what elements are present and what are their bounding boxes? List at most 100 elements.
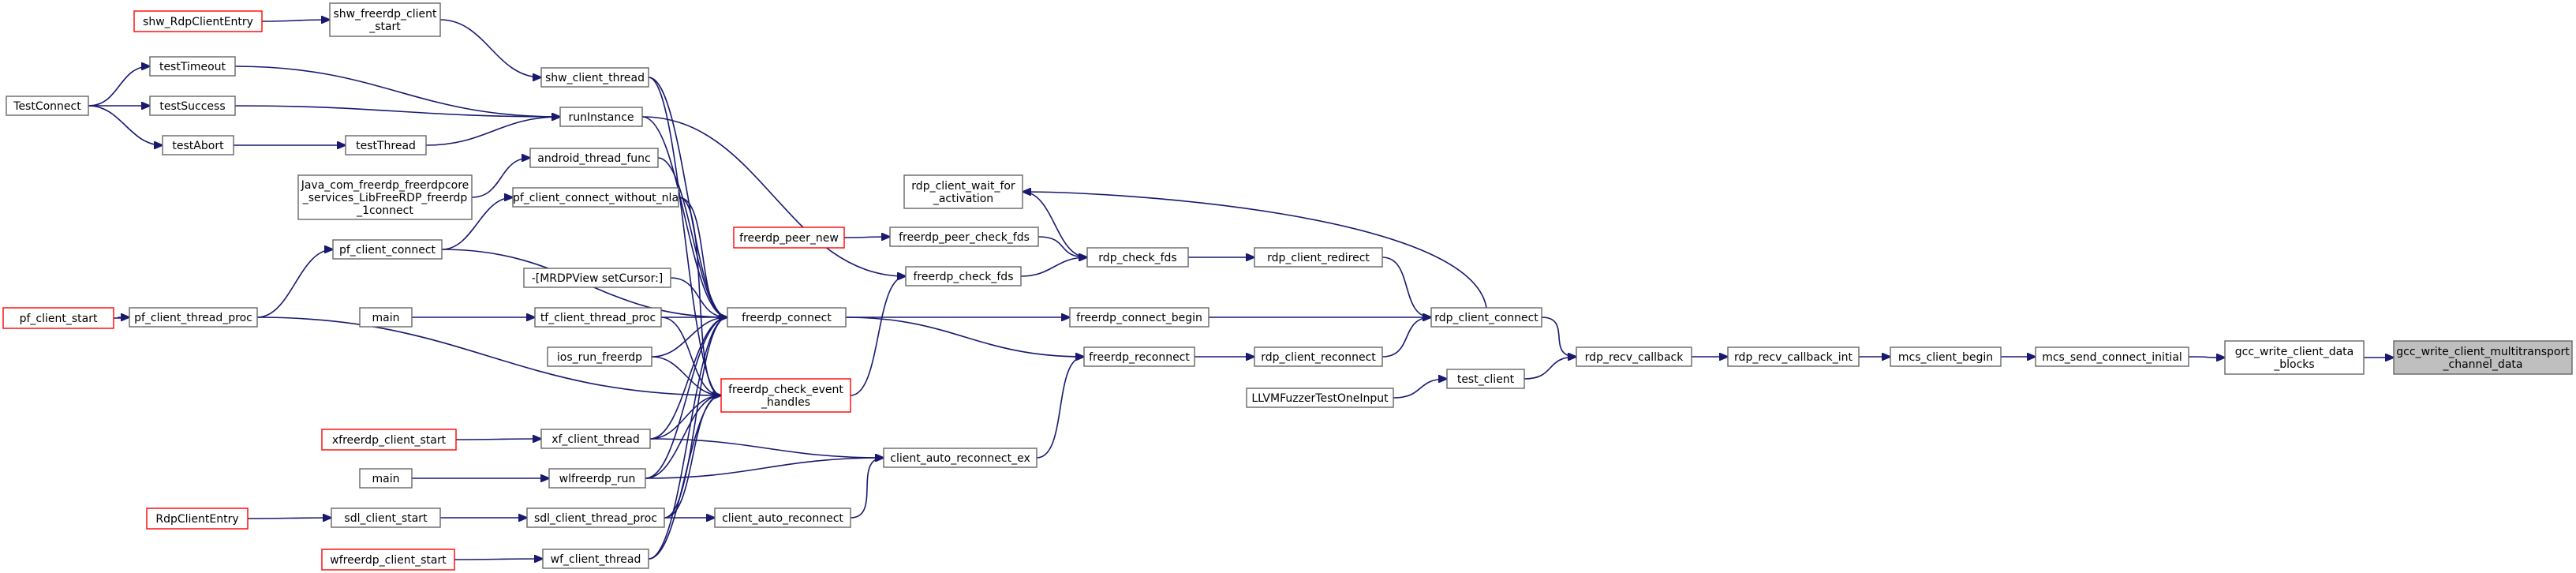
function-node[interactable]: android_thread_func (529, 148, 659, 168)
node-label: tf_client_thread_proc (540, 312, 656, 324)
node-label: xf_client_thread (551, 433, 640, 446)
function-node[interactable]: rdp_client_connect (1430, 307, 1542, 328)
node-box (146, 507, 249, 530)
node-label: ios_run_freerdp (557, 351, 642, 364)
function-node[interactable]: mcs_client_begin (1890, 346, 2002, 367)
node-label: testAbort (172, 140, 224, 152)
node-box (2035, 346, 2189, 367)
function-node[interactable]: shw_client_thread (540, 67, 649, 88)
call-edge (648, 317, 727, 560)
call-edge (88, 105, 163, 145)
node-box (727, 307, 847, 328)
function-node[interactable]: wfreerdp_client_start (321, 549, 455, 571)
call-edge (641, 116, 727, 317)
function-node[interactable]: pf_client_connect (332, 239, 443, 260)
function-node[interactable]: main (359, 307, 413, 328)
node-label: rdp_check_fds (1098, 252, 1176, 264)
function-node[interactable]: testAbort (162, 135, 234, 155)
call-edge (648, 395, 721, 560)
function-node[interactable]: pf_client_thread_proc (129, 307, 258, 328)
function-node[interactable]: -[MRDPView setCursor:] (523, 268, 671, 288)
node-label: LLVMFuzzerTestOneInput (1251, 392, 1389, 405)
call-edge (649, 395, 721, 440)
node-box (329, 2, 441, 37)
function-node[interactable]: Java_com_freerdp_freerdpcore_services_Li… (297, 174, 473, 220)
function-node[interactable]: freerdp_connect_begin (1069, 307, 1209, 328)
function-node[interactable]: shw_RdpClientEntry (133, 10, 263, 32)
node-label: _handles (761, 396, 810, 409)
node-label: testThread (356, 140, 416, 152)
function-node[interactable]: testSuccess (149, 96, 236, 116)
node-box (2, 307, 114, 329)
function-node[interactable]: rdp_client_wait_for_activation (903, 174, 1023, 209)
function-node[interactable]: freerdp_check_fds (905, 266, 1022, 286)
function-node[interactable]: freerdp_check_event_handles (720, 378, 851, 413)
node-box (720, 378, 851, 413)
function-node[interactable]: shw_freerdp_client_start (329, 2, 441, 37)
function-node[interactable]: freerdp_peer_check_fds (889, 227, 1039, 247)
function-node[interactable]: pf_client_start (2, 307, 114, 329)
call-edge (88, 66, 150, 107)
function-node[interactable]: mcs_send_connect_initial (2035, 346, 2189, 367)
function-node[interactable]: TestConnect (6, 96, 89, 116)
call-edge (651, 356, 721, 395)
function-node[interactable]: xfreerdp_client_start (321, 429, 457, 451)
function-node[interactable]: tf_client_thread_proc (534, 307, 662, 328)
function-node[interactable]: xf_client_thread (540, 429, 651, 449)
node-box (1086, 247, 1189, 268)
call-edge (1022, 191, 1087, 257)
call-edge (471, 158, 530, 198)
node-label: testSuccess (159, 100, 225, 113)
function-node[interactable]: client_auto_reconnect (714, 507, 851, 528)
call-edge (261, 20, 330, 21)
function-node[interactable]: sdl_client_thread_proc (526, 507, 665, 528)
node-box (529, 148, 659, 168)
node-label: test_client (1457, 373, 1515, 386)
node-box (331, 507, 441, 528)
function-node[interactable]: rdp_recv_callback (1576, 346, 1692, 367)
function-node[interactable]: runInstance (559, 107, 643, 127)
call-edge (1036, 357, 1084, 459)
node-box (540, 429, 651, 449)
node-label: android_thread_func (537, 152, 650, 165)
focus-function-node: gcc_write_client_multitransport_channel_… (2393, 340, 2573, 375)
node-label: _channel_data (2443, 358, 2523, 371)
function-node[interactable]: rdp_client_redirect (1254, 247, 1383, 268)
node-box (512, 187, 679, 208)
function-node[interactable]: RdpClientEntry (146, 507, 249, 530)
call-edges (88, 20, 2394, 560)
function-node[interactable]: main (359, 468, 413, 489)
function-node[interactable]: ios_run_freerdp (547, 346, 652, 367)
function-node[interactable]: wf_client_thread (542, 549, 649, 569)
node-label: RdpClientEntry (155, 513, 238, 526)
function-node[interactable]: freerdp_reconnect (1083, 346, 1195, 367)
call-edge (247, 518, 331, 519)
node-box (548, 468, 646, 489)
function-node[interactable]: wlfreerdp_run (548, 468, 646, 489)
node-label: freerdp_peer_new (739, 232, 839, 245)
function-node[interactable]: test_client (1446, 369, 1525, 389)
function-node[interactable]: rdp_check_fds (1086, 247, 1189, 268)
node-label: rdp_client_connect (1434, 312, 1538, 324)
function-node[interactable]: testTimeout (149, 56, 236, 77)
call-edge (678, 197, 721, 395)
function-node[interactable]: freerdp_peer_new (733, 227, 845, 249)
call-edge (645, 317, 727, 479)
function-node[interactable]: sdl_client_start (331, 507, 441, 528)
node-box (905, 266, 1022, 286)
node-label: client_auto_reconnect (722, 512, 843, 525)
function-node[interactable]: testThread (345, 135, 427, 155)
function-node[interactable]: freerdp_connect (727, 307, 847, 328)
function-node[interactable]: pf_client_connect_without_nla (512, 187, 679, 208)
function-node[interactable]: rdp_recv_callback_int (1727, 346, 1860, 367)
call-edge (425, 117, 560, 146)
function-node[interactable]: client_auto_reconnect_ex (883, 448, 1038, 468)
function-node[interactable]: gcc_write_client_data_blocks (2224, 340, 2365, 375)
node-label: -[MRDPView setCursor:] (532, 272, 664, 285)
node-box (534, 307, 662, 328)
node-box (903, 174, 1023, 209)
function-node[interactable]: rdp_client_reconnect (1254, 346, 1383, 367)
node-label: rdp_client_reconnect (1261, 351, 1376, 364)
node-label: rdp_recv_callback (1585, 351, 1684, 364)
function-node[interactable]: LLVMFuzzerTestOneInput (1246, 388, 1394, 408)
